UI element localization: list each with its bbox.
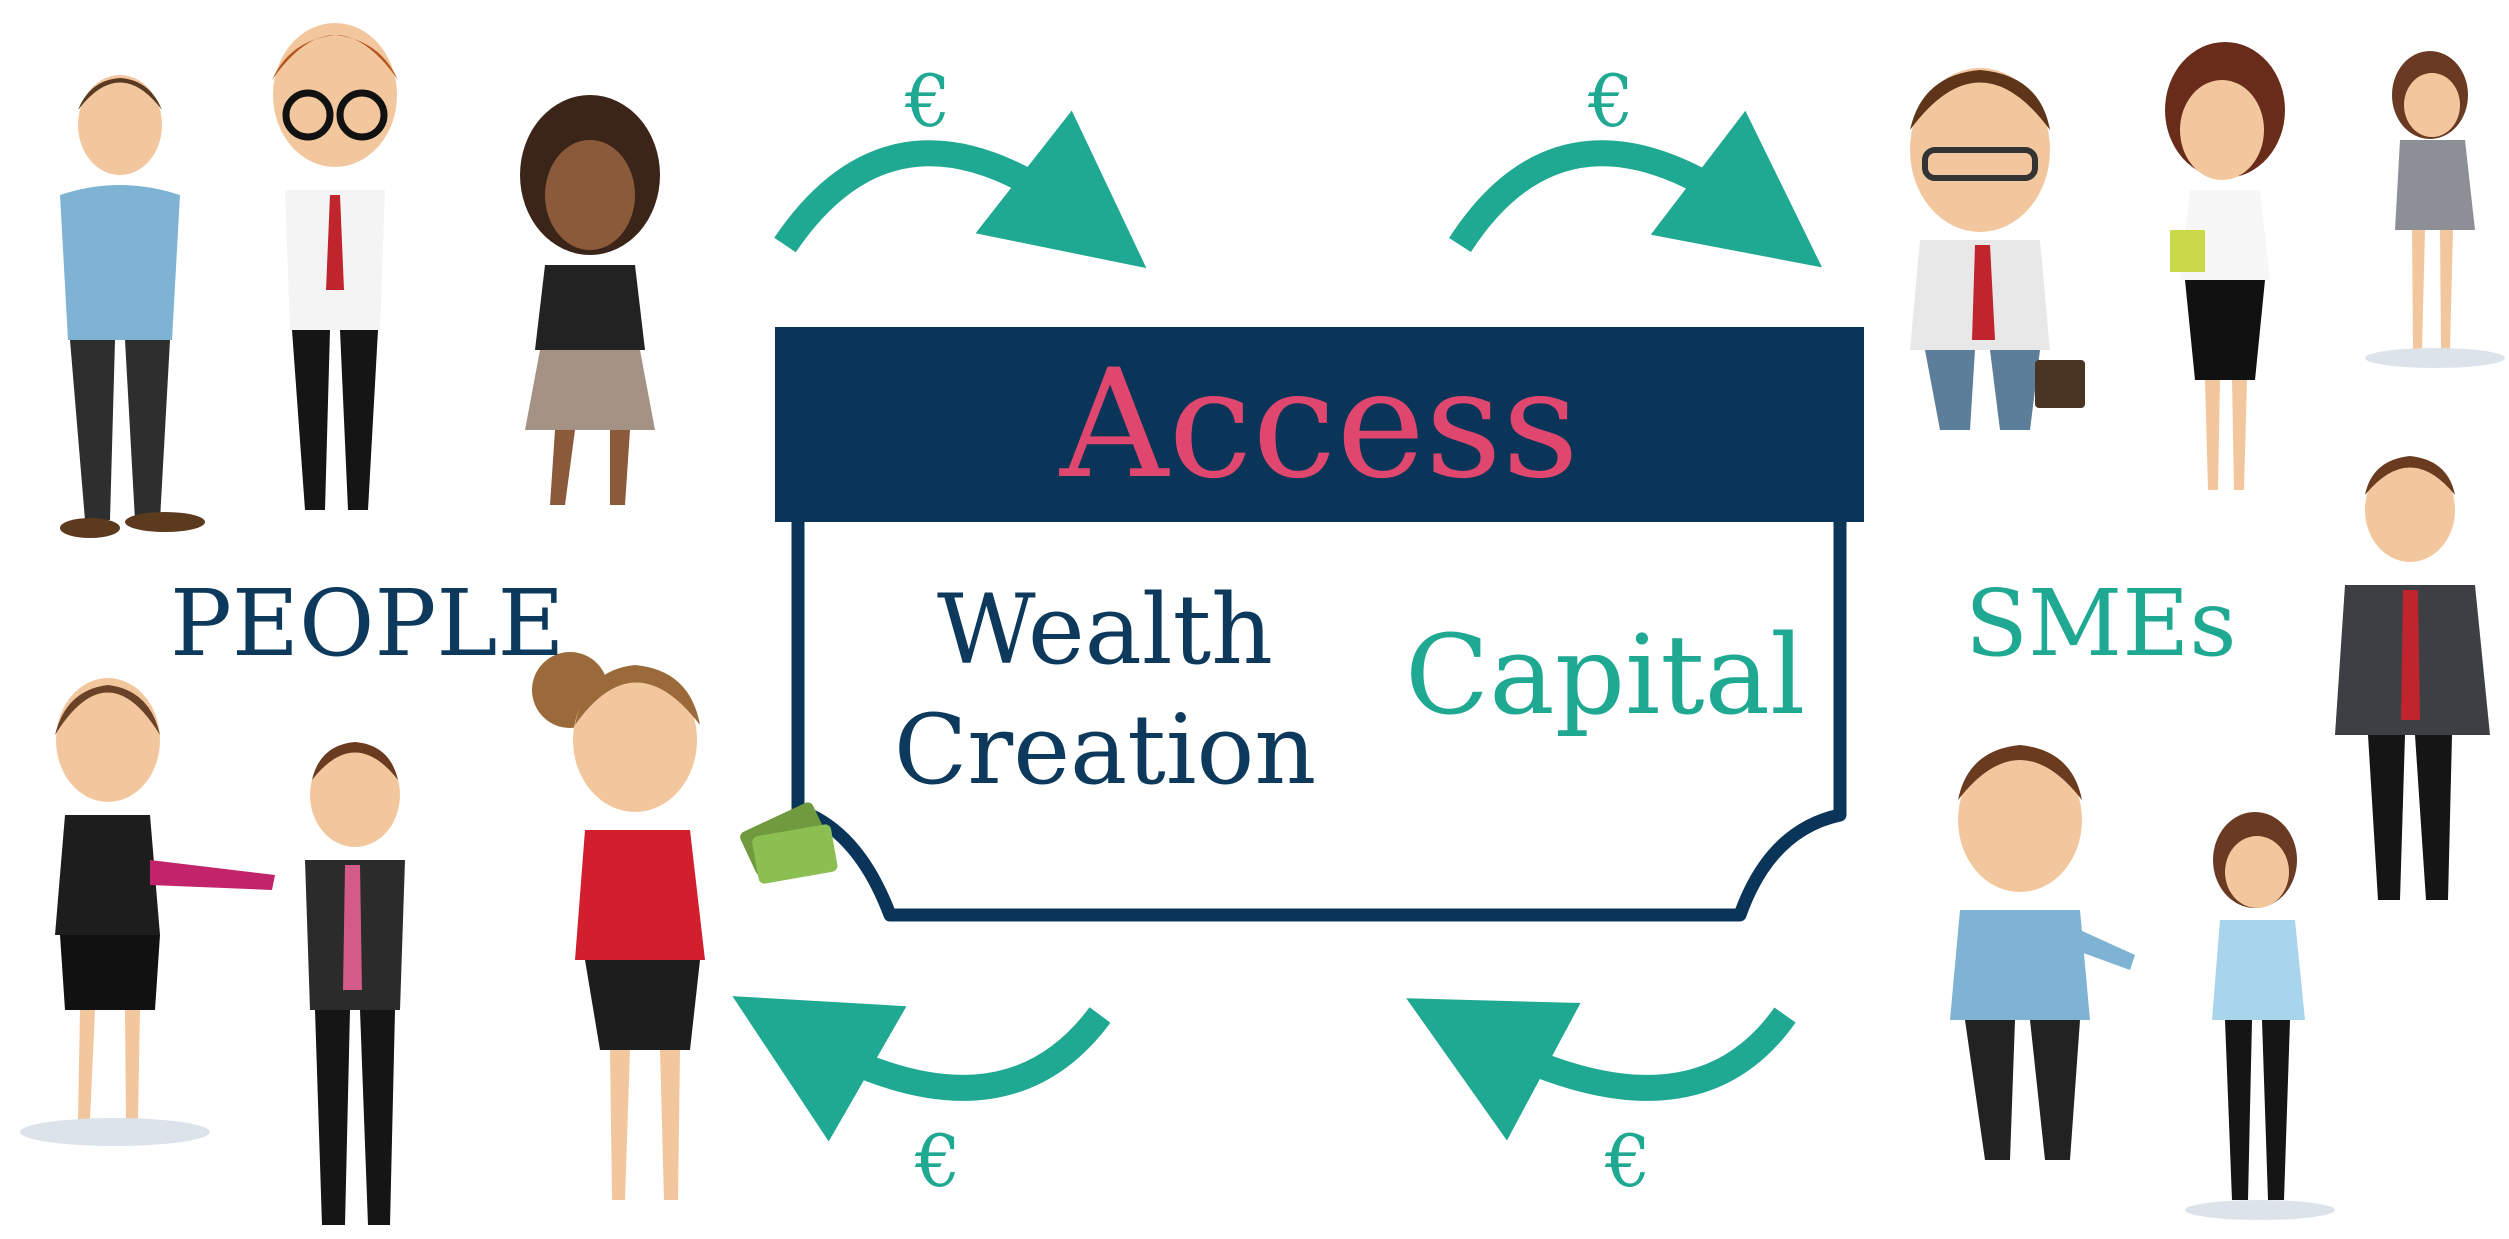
smes-label: SMEs (1965, 570, 2237, 677)
person-illustration (272, 23, 398, 510)
arrow-bottom-right (1406, 998, 1796, 1141)
person-illustration (305, 742, 405, 1225)
wealth-text: Wealth (937, 574, 1273, 686)
arrow-bottom-left (732, 996, 1111, 1142)
person-illustration (2335, 456, 2490, 900)
arrow-top-right (1449, 110, 1823, 268)
euro-sign-bottom-left: € (915, 1119, 961, 1203)
euro-sign-bottom-right: € (1605, 1119, 1651, 1203)
person-illustration (1950, 745, 2135, 1160)
person-illustration (520, 95, 660, 505)
person-illustration (1910, 68, 2085, 430)
euro-sign-top-right: € (1588, 59, 1634, 143)
euro-sign-top-left: € (905, 59, 951, 143)
capital-label: Capital (1405, 611, 1806, 739)
person-illustration (2165, 42, 2285, 490)
person-illustration (60, 75, 205, 538)
arrow-top-left (774, 110, 1147, 269)
people-label: PEOPLE (170, 570, 565, 677)
wealth-creation-label: Wealth Creation (870, 570, 1340, 810)
person-illustration (532, 652, 838, 1200)
person-illustration (2185, 812, 2335, 1220)
person-illustration (20, 678, 275, 1146)
person-illustration (2365, 51, 2505, 368)
access-title: Access (1059, 337, 1580, 512)
creation-text: Creation (893, 694, 1317, 806)
access-header-bar: Access (775, 327, 1864, 522)
